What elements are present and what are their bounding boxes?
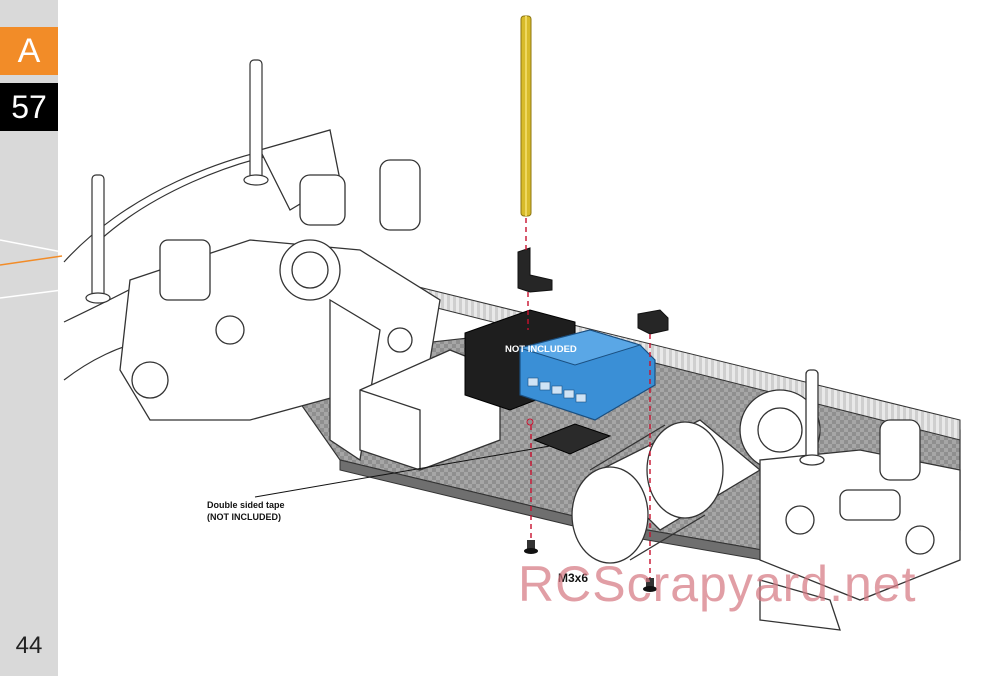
double-sided-tape bbox=[532, 423, 612, 455]
motor bbox=[571, 419, 762, 564]
receiver-icon bbox=[464, 309, 656, 421]
watermark: RCScrapyard.net bbox=[518, 556, 917, 612]
sidebar-accent-lines bbox=[0, 239, 63, 299]
screw-callout: M3x6 bbox=[558, 571, 589, 585]
alignment-guide-lines bbox=[525, 218, 651, 580]
section-letter: A bbox=[0, 27, 58, 75]
front-body-posts bbox=[85, 59, 269, 304]
screw-icon bbox=[524, 540, 657, 592]
tape-callout-line1: Double sided tape bbox=[207, 500, 285, 510]
step-number: 57 bbox=[0, 83, 58, 131]
page-number: 44 bbox=[15, 632, 43, 659]
tape-leader-line bbox=[254, 445, 551, 498]
sidebar: A 57 44 bbox=[0, 0, 58, 676]
tape-callout: Double sided tape (NOT INCLUDED) bbox=[207, 499, 285, 523]
not-included-label: NOT INCLUDED bbox=[505, 344, 577, 355]
receiver-holder-icon bbox=[517, 247, 669, 335]
antenna-tube-icon bbox=[520, 15, 532, 217]
rear-suspension bbox=[739, 369, 961, 631]
tape-callout-line2: (NOT INCLUDED) bbox=[207, 512, 281, 522]
front-suspension bbox=[119, 129, 441, 462]
